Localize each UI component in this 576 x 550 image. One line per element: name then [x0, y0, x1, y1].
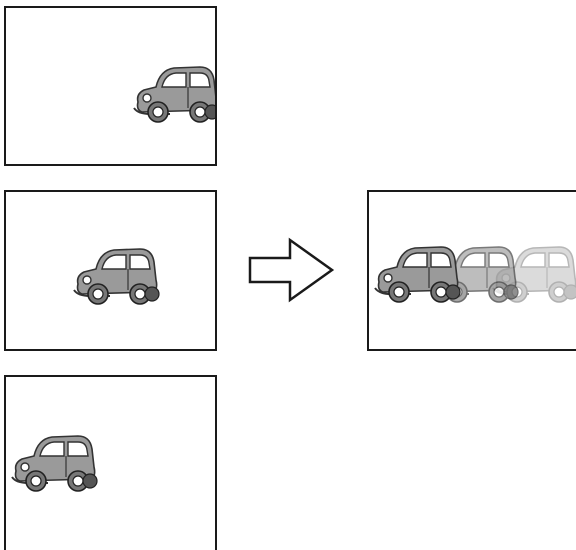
car-icon — [371, 240, 461, 308]
input-frame-2 — [4, 190, 217, 351]
car-icon — [70, 242, 160, 310]
car-icon — [130, 60, 217, 128]
right-arrow-icon — [248, 237, 335, 303]
car-icon — [8, 429, 98, 497]
result-frame — [367, 190, 576, 351]
input-frame-3 — [4, 375, 217, 550]
input-frame-1 — [4, 6, 217, 166]
